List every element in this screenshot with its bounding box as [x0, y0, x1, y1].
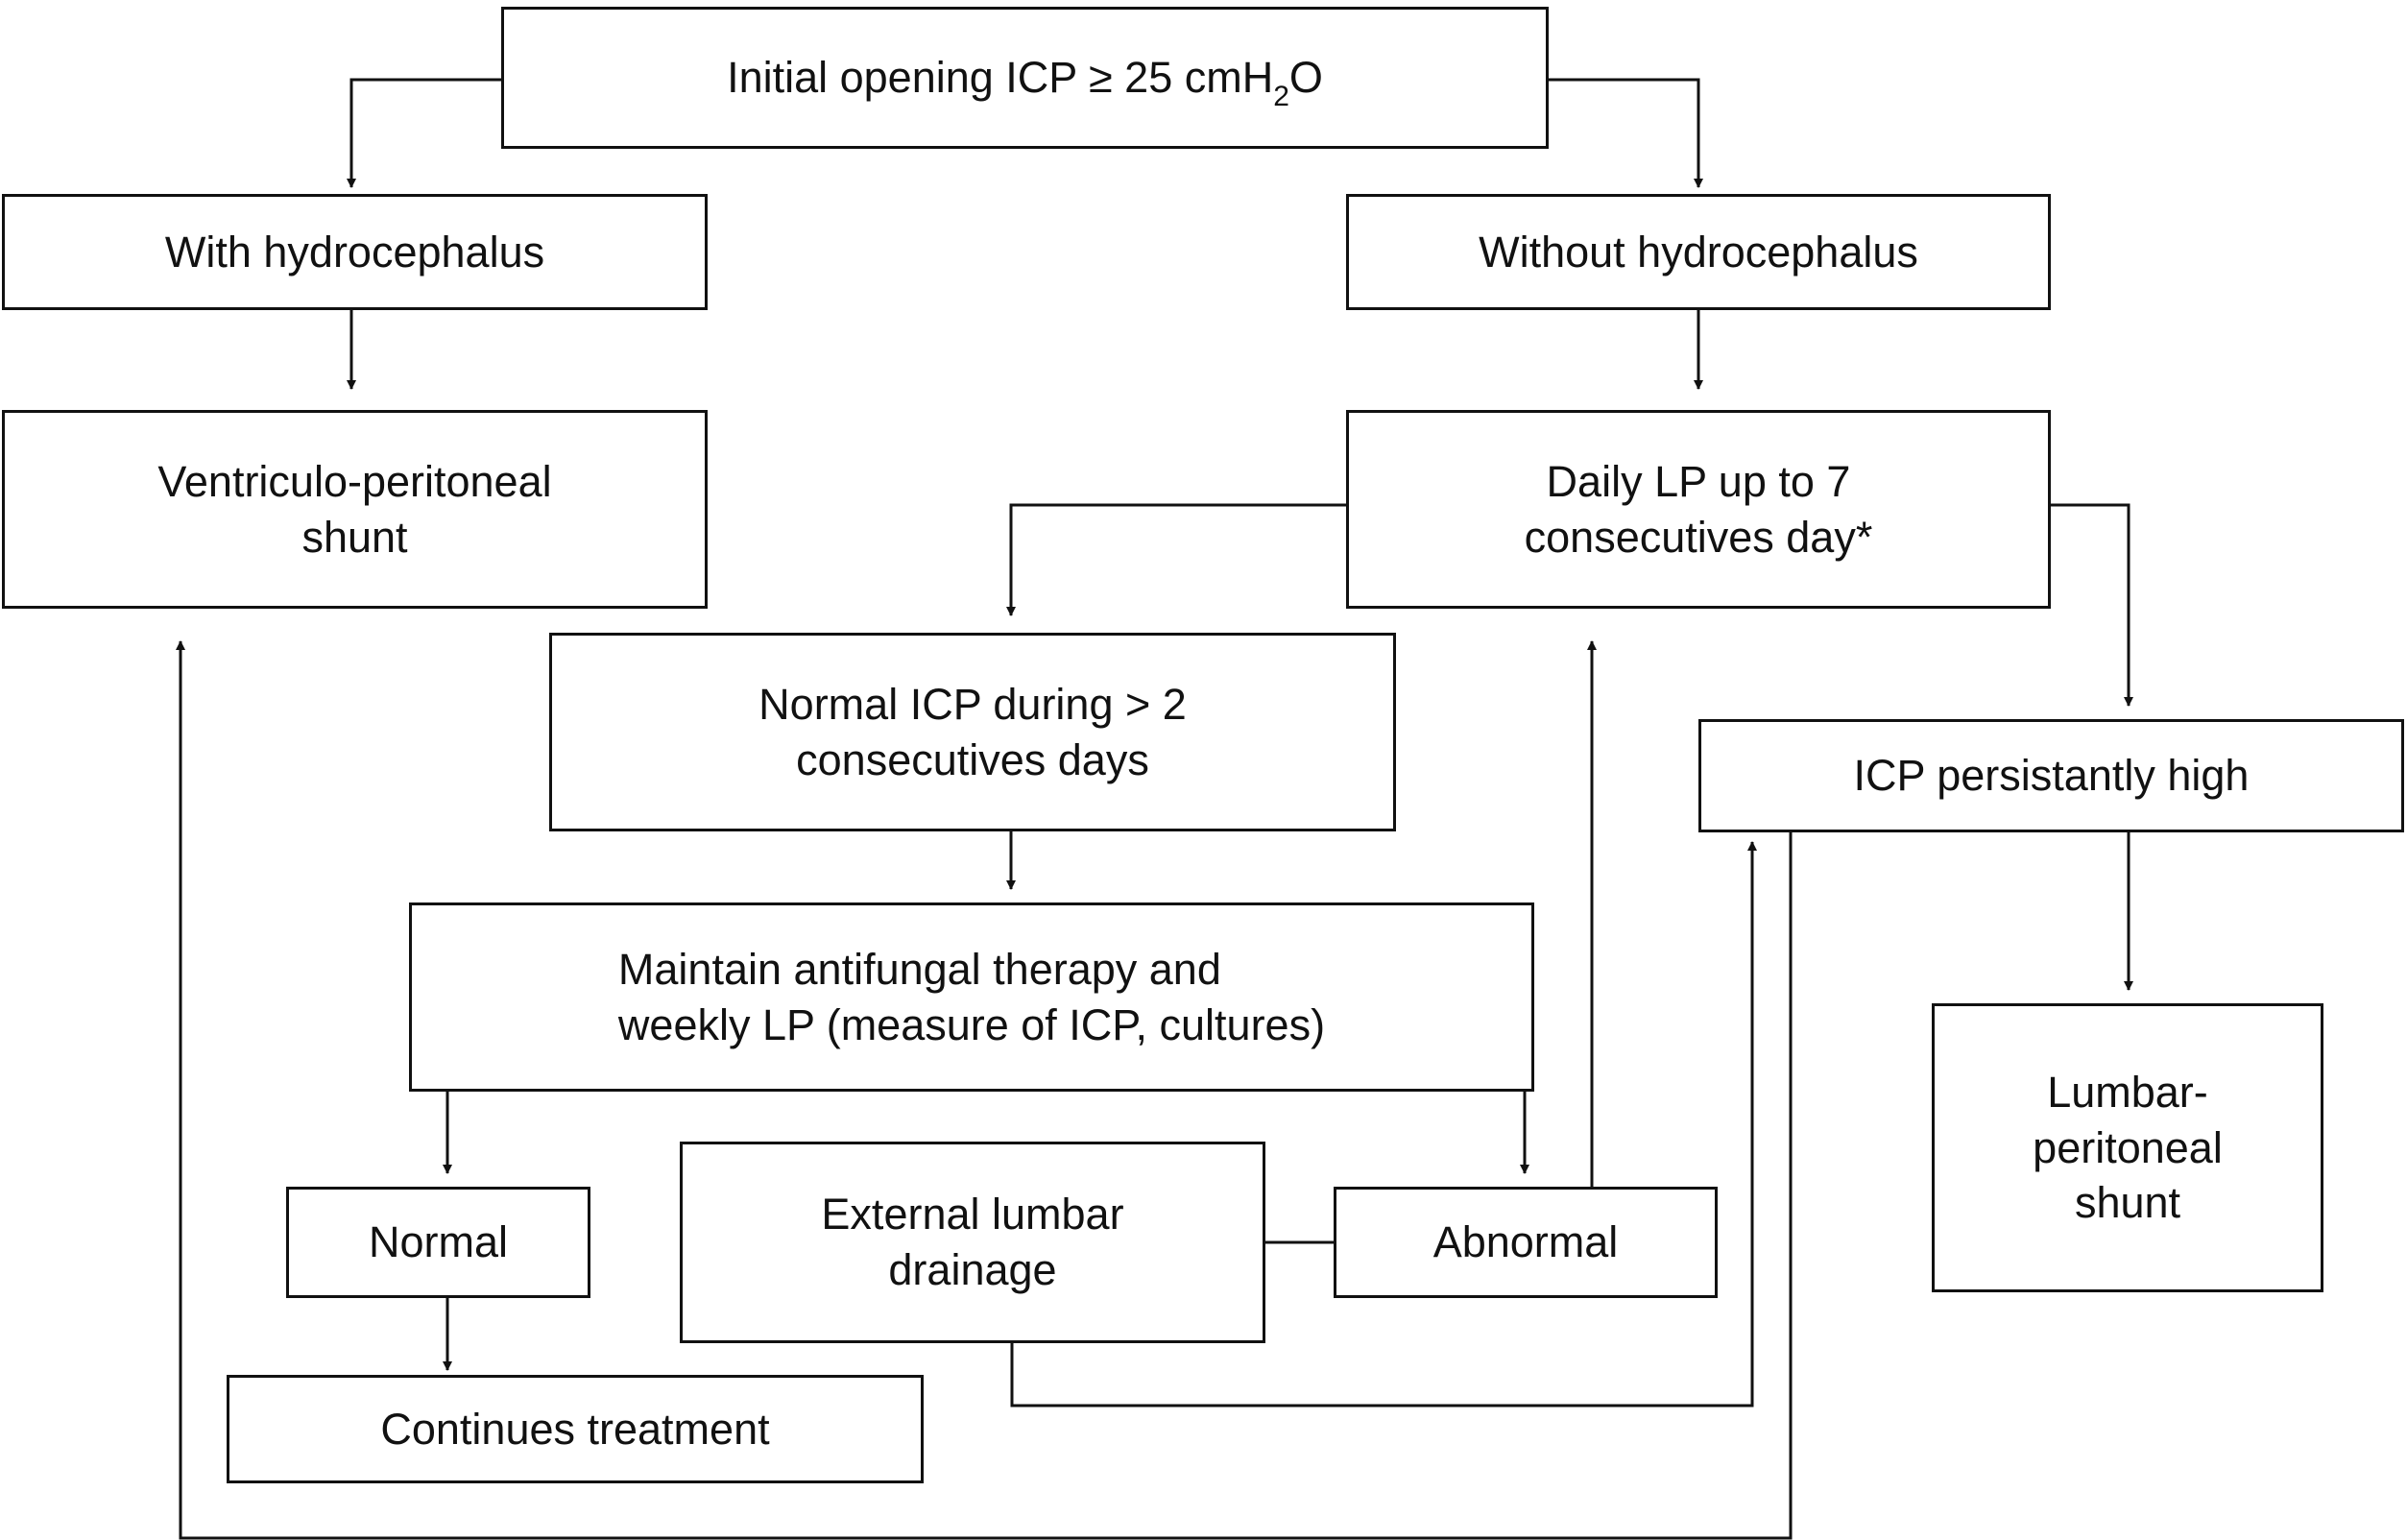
node-line: With hydrocephalus [164, 227, 545, 277]
arrow-icp-high-to-vp-shunt [176, 640, 1793, 1540]
node-normal: Normal [286, 1187, 590, 1298]
initial-icp-unit-suffix: O [1288, 53, 1323, 103]
node-initial-icp: Initial opening ICP ≥ 25 cmH2O [501, 7, 1549, 149]
node-line: peritoneal [2033, 1122, 2223, 1172]
node-line: Without hydrocephalus [1479, 227, 1918, 277]
node-line: consecutives day* [1524, 512, 1873, 562]
arrow-external-drainage-to-icp-high [1010, 841, 1757, 1408]
node-line: shunt [301, 512, 408, 562]
node-line: Normal [368, 1217, 509, 1267]
node-abnormal: Abnormal [1334, 1187, 1718, 1298]
initial-icp-subscript: 2 [1273, 80, 1289, 112]
node-without-hydrocephalus-label: Without hydrocephalus [1479, 225, 1918, 280]
node-daily-lp: Daily LP up to 7 consecutives day* [1346, 410, 2051, 609]
node-line: Lumbar- [2047, 1068, 2208, 1118]
node-line: ICP persistantly high [1853, 751, 2250, 801]
node-line: Normal ICP during > 2 [758, 679, 1187, 729]
node-with-hydrocephalus-label: With hydrocephalus [165, 225, 544, 280]
arrow-daily-lp-to-icp-high [2050, 503, 2133, 707]
node-lp-shunt-label: Lumbar- peritoneal shunt [2033, 1065, 2223, 1231]
node-line: External lumbar [821, 1190, 1124, 1239]
node-daily-lp-label: Daily LP up to 7 consecutives day* [1525, 454, 1873, 565]
node-abnormal-label: Abnormal [1433, 1215, 1619, 1270]
node-line: consecutives days [796, 734, 1149, 784]
node-line: Ventriculo-peritoneal [157, 456, 552, 506]
node-maintain-label: Maintain antifungal therapy and weekly L… [618, 942, 1325, 1052]
node-ventriculo-peritoneal-shunt: Ventriculo-peritoneal shunt [2, 410, 708, 609]
node-continues-treatment: Continues treatment [227, 1375, 924, 1483]
node-line: drainage [888, 1245, 1057, 1294]
node-normal-icp: Normal ICP during > 2 consecutives days [549, 633, 1396, 831]
node-line: Maintain antifungal therapy and [617, 944, 1221, 994]
node-icp-persistently-high: ICP persistantly high [1698, 719, 2404, 832]
node-line: Continues treatment [380, 1404, 770, 1454]
node-icp-high-label: ICP persistantly high [1854, 748, 2250, 804]
node-lumbar-peritoneal-shunt: Lumbar- peritoneal shunt [1932, 1003, 2323, 1292]
node-with-hydrocephalus: With hydrocephalus [2, 194, 708, 310]
node-vp-shunt-label: Ventriculo-peritoneal shunt [157, 454, 551, 565]
node-without-hydrocephalus: Without hydrocephalus [1346, 194, 2051, 310]
node-maintain-therapy: Maintain antifungal therapy and weekly L… [409, 902, 1534, 1092]
node-line: shunt [2074, 1178, 2181, 1228]
node-external-drainage-label: External lumbar drainage [821, 1187, 1123, 1297]
arrow-initial-to-without-hydrocephalus [1548, 78, 1703, 188]
node-external-lumbar-drainage: External lumbar drainage [680, 1142, 1265, 1343]
node-continues-label: Continues treatment [380, 1402, 769, 1457]
arrow-initial-to-with-hydrocephalus [347, 78, 501, 188]
node-line: weekly LP (measure of ICP, cultures) [617, 999, 1326, 1049]
node-initial-icp-label: Initial opening ICP ≥ 25 cmH2O [727, 50, 1323, 112]
node-line: Abnormal [1432, 1217, 1619, 1267]
node-normal-icp-label: Normal ICP during > 2 consecutives days [758, 677, 1187, 787]
node-line: Daily LP up to 7 [1546, 456, 1851, 506]
arrow-daily-lp-to-normal-icp [1006, 503, 1346, 616]
initial-icp-text: Initial opening ICP ≥ 25 cmH [727, 53, 1274, 103]
node-normal-label: Normal [369, 1215, 508, 1270]
